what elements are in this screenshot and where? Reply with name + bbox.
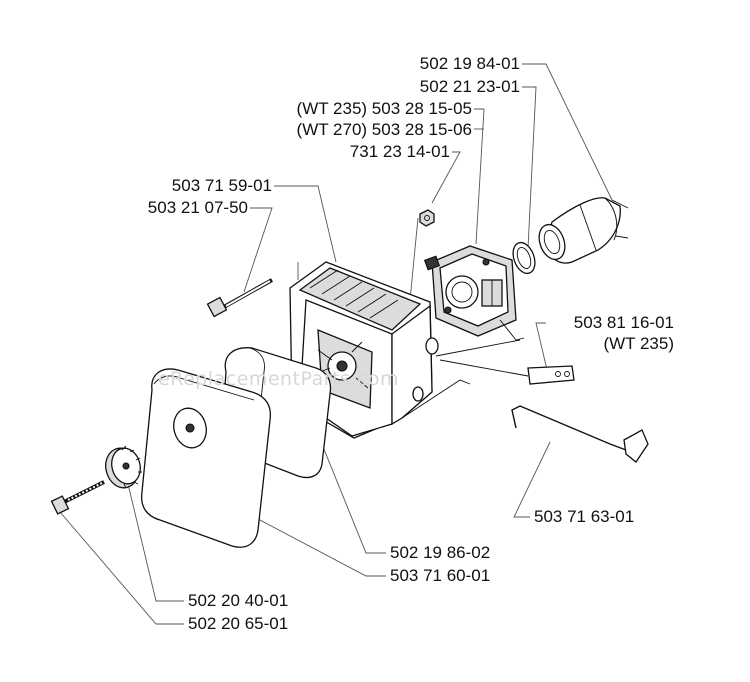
callout-carburetor-wt270: (WT 270) 503 28 15-06 (296, 120, 472, 139)
callout-bracket-model: (WT 235) (603, 334, 674, 353)
leader-line-elbow (522, 63, 613, 201)
callout-bracket-part-number: 503 81 16-01 (573, 313, 674, 332)
leader-line-nut (431, 151, 461, 204)
filter-cover (140, 368, 272, 548)
callout-screw-part-number: 503 21 07-50 (147, 198, 248, 217)
callout-elbow-part-number: 502 19 84-01 (419, 54, 520, 73)
leader-line-bracket (535, 322, 549, 375)
watermark: eReplacementParts.com (158, 368, 400, 390)
intake-elbow (538, 197, 629, 264)
callout-knob-part-number: 502 20 40-01 (188, 591, 289, 610)
knob (105, 445, 142, 489)
callout-choke-rod-part-number: 503 71 63-01 (534, 507, 635, 526)
callout-cover-part-number: 503 71 60-01 (390, 566, 491, 585)
carburetor (423, 245, 525, 341)
callout-gasket-part-number: 502 21 23-01 (419, 77, 520, 96)
leader-line-choke-rod (513, 441, 551, 518)
leader-line-carburetor (474, 108, 485, 245)
callout-foam-filter-part-number: 502 19 86-02 (390, 543, 491, 562)
bracket (439, 359, 575, 385)
leader-line-gasket (522, 86, 537, 249)
gasket-ring (512, 241, 536, 275)
leader-line-screw (243, 207, 273, 293)
callout-nut-part-number: 731 23 14-01 (349, 142, 450, 161)
leader-line-cover-screw (59, 511, 184, 625)
leader-line-knob (127, 483, 184, 602)
callout-housing-part-number: 503 71 59-01 (171, 176, 272, 195)
cover-screw (50, 480, 105, 515)
long-screw (206, 278, 273, 318)
nut (419, 209, 435, 227)
leader-line-air-filter-housing (274, 185, 337, 263)
callout-carburetor-wt235: (WT 235) 503 28 15-05 (296, 99, 472, 118)
choke-rod (511, 405, 649, 463)
callout-cover-screw-part-number: 502 20 65-01 (188, 614, 289, 633)
